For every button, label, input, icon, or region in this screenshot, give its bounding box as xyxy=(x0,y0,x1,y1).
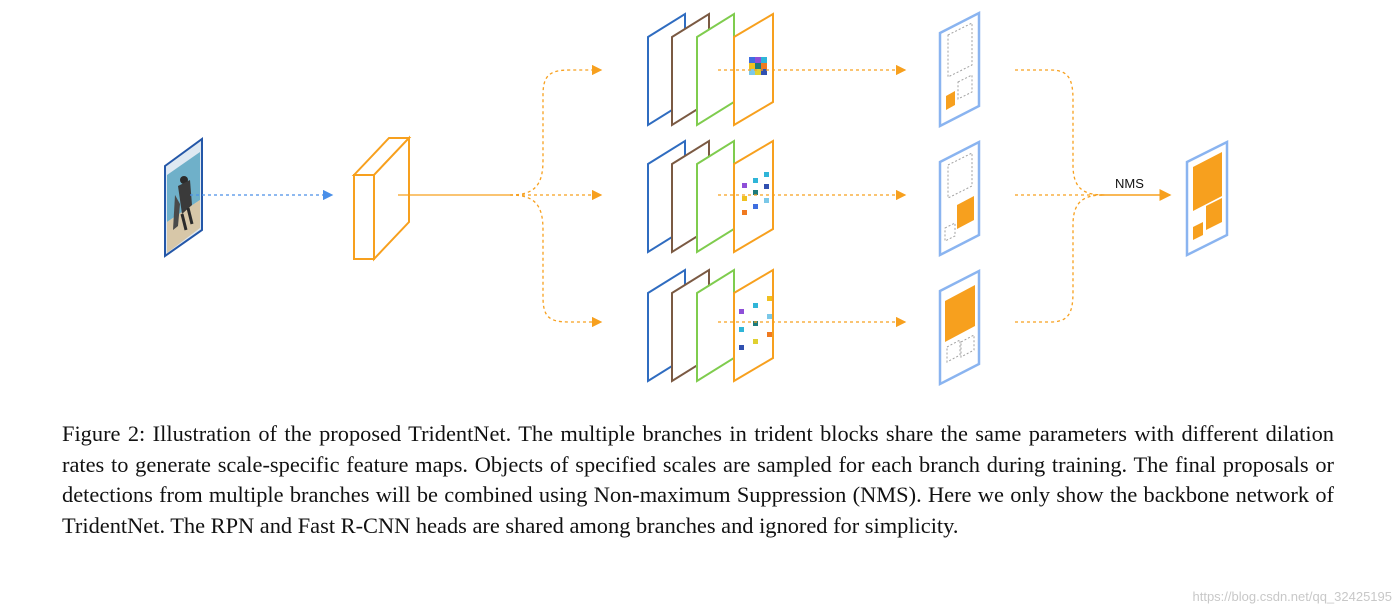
branch-3-output xyxy=(938,268,981,387)
branch-1-output xyxy=(938,10,981,129)
watermark: https://blog.csdn.net/qq_32425195 xyxy=(1192,589,1393,604)
backbone-block xyxy=(351,135,412,262)
nms-merge-connectors xyxy=(1015,69,1106,323)
branch-1-dilated-kernel xyxy=(749,57,767,75)
branch-1-feature-maps xyxy=(647,12,774,127)
branch-2-feature-maps xyxy=(647,139,774,254)
input-image xyxy=(164,137,203,258)
branch-connectors xyxy=(398,64,603,328)
branch-2-output xyxy=(938,139,981,258)
nms-label: NMS xyxy=(1115,176,1144,191)
final-output xyxy=(1185,139,1229,258)
tridentnet-diagram: NMS xyxy=(164,10,1229,387)
branch-3-dilated-kernel xyxy=(739,296,772,350)
figure-caption: Figure 2: Illustration of the proposed T… xyxy=(62,421,1334,538)
branch-2-dilated-kernel xyxy=(742,172,769,215)
